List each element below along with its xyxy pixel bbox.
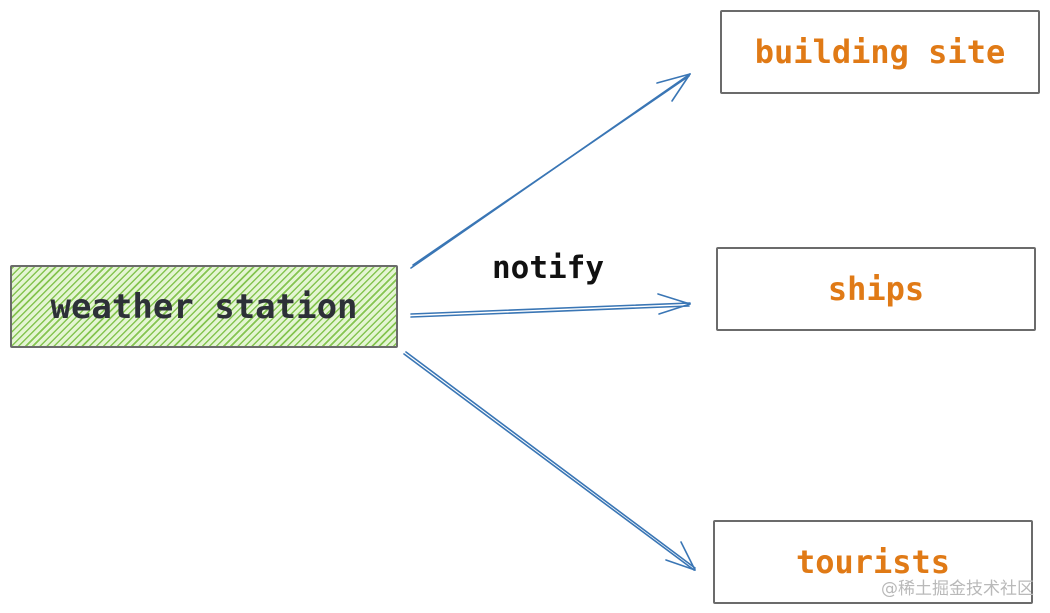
source-node-label: weather station: [50, 286, 358, 327]
target-node-ships: ships: [716, 247, 1036, 331]
target-node-building-site: building site: [720, 10, 1040, 94]
source-node-weather-station: weather station: [10, 265, 398, 348]
arrow-to-ships: [410, 293, 691, 318]
target-node-label: building site: [754, 33, 1006, 71]
target-node-tourists: tourists: [713, 520, 1033, 604]
watermark: @稀土掘金技术社区: [881, 579, 1034, 599]
edge-label-notify: notify: [492, 250, 604, 286]
arrow-to-building-site: [410, 73, 691, 269]
target-node-label: ships: [827, 270, 925, 308]
arrow-to-tourists: [403, 351, 696, 571]
target-node-label: tourists: [795, 543, 951, 581]
